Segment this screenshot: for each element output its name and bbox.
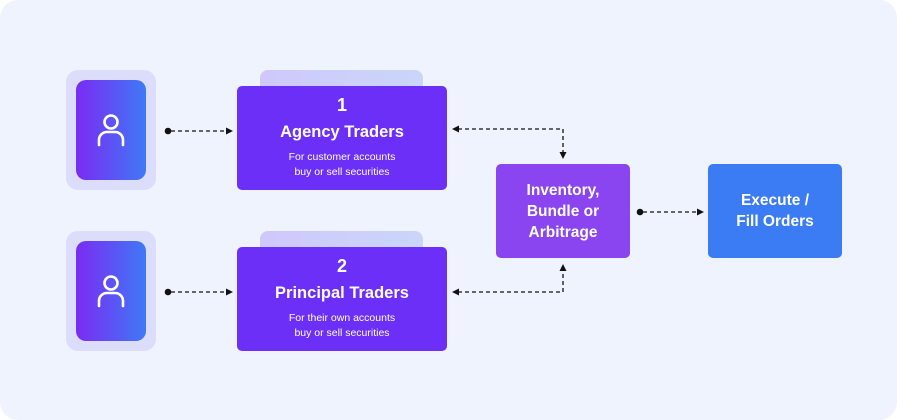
principal-traders-description-line2: buy or sell securities (294, 327, 390, 339)
arrowhead-icon (226, 127, 233, 135)
user-icon (97, 114, 125, 147)
connector-principal-to-inventory (458, 270, 564, 293)
agency-traders-card: 1 Agency Traders For customer accounts b… (237, 86, 447, 190)
principal-traders-description-line1: For their own accounts (288, 312, 396, 324)
arrowhead-icon (452, 288, 459, 296)
principal-traders-number: 2 (336, 256, 347, 276)
principal-traders-title: Principal Traders (275, 284, 409, 302)
inventory-bundle-arbitrage-box: Inventory, Bundle or Arbitrage (496, 164, 630, 258)
arrowhead-icon (559, 264, 567, 271)
principal-traders-description: For their own accounts buy or sell secur… (237, 311, 447, 341)
connector-dot (636, 208, 644, 216)
arrowhead-icon (452, 125, 459, 133)
agency-traders-description-line2: buy or sell securities (294, 166, 390, 178)
inventory-line1: Inventory, (526, 181, 600, 199)
principal-traders-card: 2 Principal Traders For their own accoun… (237, 247, 447, 351)
principal-user-avatar (66, 231, 156, 351)
inventory-line3: Arbitrage (528, 223, 598, 241)
agency-traders-description: For customer accounts buy or sell securi… (237, 150, 447, 180)
execute-line2: Fill Orders (736, 213, 814, 230)
arrowhead-icon (226, 288, 233, 296)
execute-line1: Execute / (740, 192, 810, 209)
agency-traders-description-line1: For customer accounts (288, 151, 396, 163)
connector-dot (164, 127, 172, 135)
principal-user-card (76, 241, 146, 341)
connector-agency-to-inventory (458, 128, 564, 153)
connector-dot (164, 288, 172, 296)
arrowhead-icon (559, 152, 567, 159)
arrowhead-icon (697, 208, 704, 216)
agency-traders-title: Agency Traders (280, 123, 404, 141)
execute-fill-orders-box: Execute / Fill Orders (708, 164, 842, 258)
inventory-line2: Bundle or (526, 202, 600, 220)
agency-user-card (76, 80, 146, 180)
user-icon (97, 275, 125, 308)
agency-traders-number: 1 (336, 95, 347, 115)
agency-user-avatar (66, 70, 156, 190)
